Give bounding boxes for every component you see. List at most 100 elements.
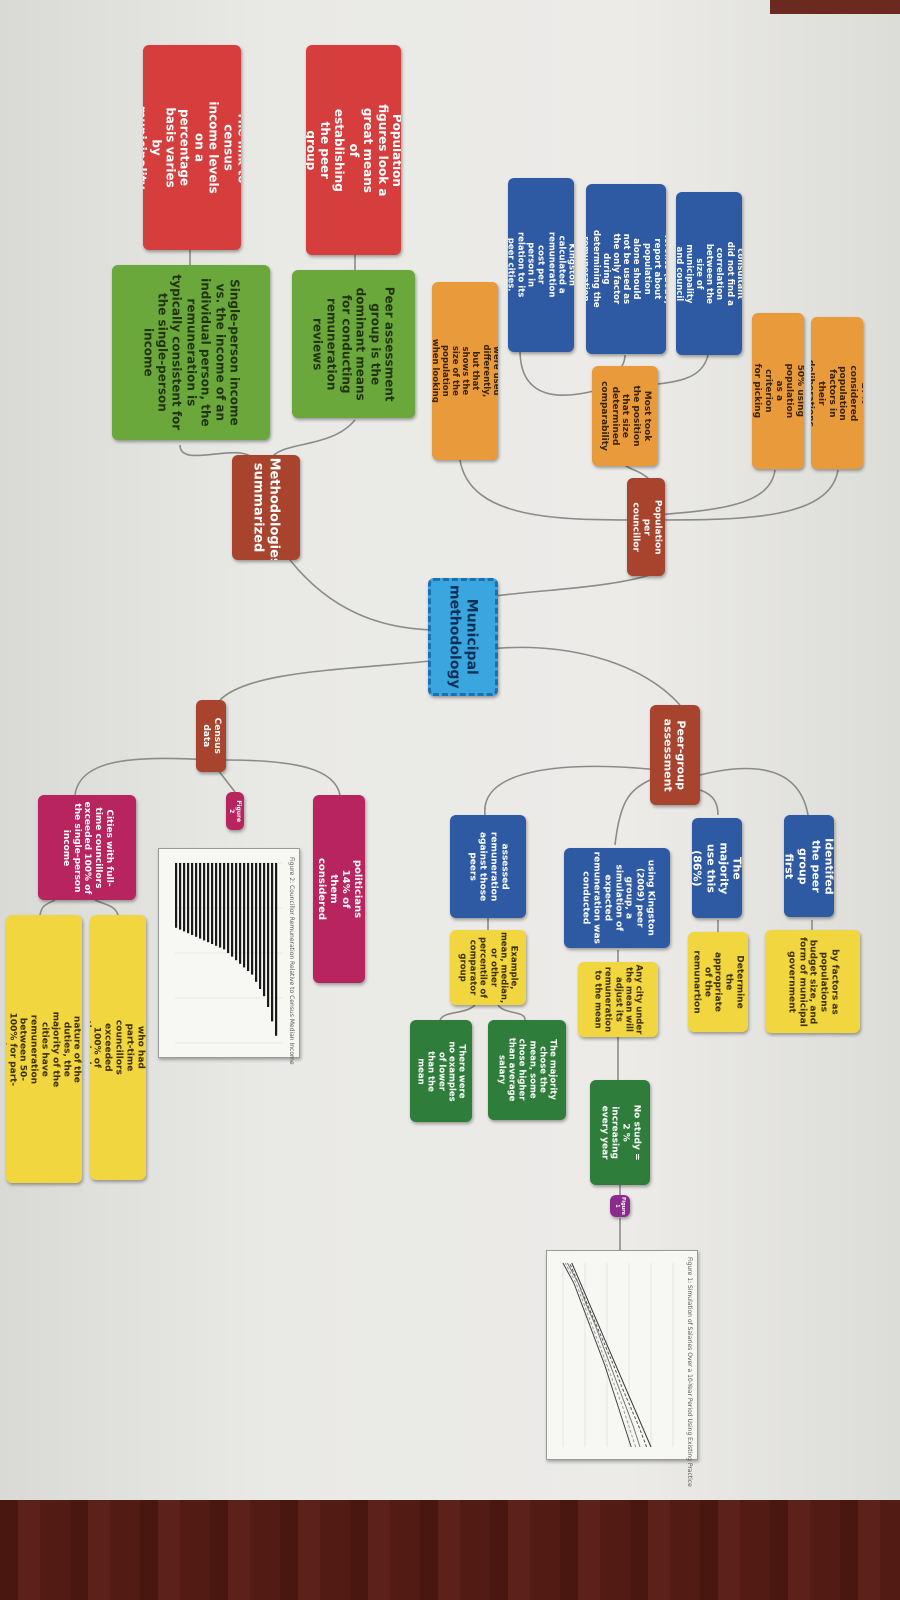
node-majority-chose-text: The majority chose the mean, some chose … — [496, 1038, 558, 1102]
node-used-differently-text: Population were used differently, but th… — [432, 339, 498, 403]
node-no-study-text: No study = 2 % increasing every year — [599, 1104, 642, 1161]
link-peer-identified — [699, 767, 809, 816]
node-no-examples[interactable]: There were no examples of lower than the… — [410, 1020, 472, 1122]
node-identified-peer[interactable]: Identifed the peer group first — [784, 815, 834, 917]
node-full-time-text: Cities with full-time councillors exceed… — [60, 801, 114, 894]
node-assessed[interactable]: assessed remuneration against those peer… — [450, 815, 526, 918]
link-census-during — [224, 759, 341, 796]
node-no-study[interactable]: No study = 2 % increasing every year — [590, 1080, 650, 1185]
node-assessed-text: assessed remuneration against those peer… — [467, 831, 510, 902]
figure2-bar — [219, 863, 222, 948]
figure2-bar — [199, 863, 202, 939]
link-census-fulltime — [74, 757, 211, 796]
node-saskatoon[interactable]: Saskatoon and Sudbury who had part-time … — [90, 915, 146, 1180]
central-node[interactable]: Municipal methodology — [428, 578, 498, 696]
figure2-bar — [275, 863, 278, 1036]
figure2-bar — [227, 863, 230, 953]
tag-figure1-text: Figure 1 — [614, 1196, 626, 1216]
figure1-series-line — [569, 1262, 648, 1448]
node-kelowna[interactable]: Kelowan consultant did not find a correl… — [676, 192, 742, 355]
node-27pct[interactable]: 27% considered population factors in the… — [811, 317, 863, 469]
node-majority-chose[interactable]: The majority chose the mean, some chose … — [488, 1020, 566, 1120]
node-kelowna-text: Kelowan consultant did not find a correl… — [676, 241, 742, 306]
branch-methodologies[interactable]: Methodologies summarized — [232, 455, 300, 560]
node-kingston-simulation-text: using Kingston (2009) peer group, a simu… — [580, 851, 655, 945]
node-kingston-cost-text: Kingston calculated a remuneration cost … — [508, 232, 574, 298]
figure1-series-line — [571, 1262, 652, 1448]
figure1-caption: Figure 1: Simulation of Salaries Over a … — [686, 1257, 693, 1487]
node-used-differently[interactable]: Population were used differently, but th… — [432, 282, 498, 460]
node-kingston-simulation[interactable]: using Kingston (2009) peer group, a simu… — [564, 848, 670, 948]
figure2-bar — [263, 863, 266, 997]
node-reflecting[interactable]: Reflecting the part-time nature of the d… — [6, 915, 82, 1183]
node-example[interactable]: Example, mean, median, or other percenti… — [450, 930, 526, 1005]
node-toronto[interactable]: Toronto (2010) report about population a… — [586, 184, 666, 354]
figure2-bar — [255, 863, 258, 982]
node-most-took[interactable]: Most took the position that size determi… — [592, 366, 658, 466]
figure2-bar — [267, 863, 270, 1007]
tag-figure2-text: Figure 2 — [228, 800, 243, 822]
link-fulltime-saskatoon — [94, 899, 119, 916]
node-majority-86[interactable]: The majority use this (86%) — [692, 818, 742, 918]
link-pop-most — [624, 464, 651, 481]
node-population-figures[interactable]: Population figures look a great means of… — [306, 45, 401, 255]
figure2-bar — [271, 863, 274, 1022]
branch-census[interactable]: Census data — [196, 700, 226, 772]
figure2-bar — [187, 863, 190, 934]
node-no-examples-text: There were no examples of lower than the… — [415, 1040, 467, 1102]
figure2-bar — [183, 863, 186, 932]
node-single-person-text: Single-person income vs. the income of a… — [141, 274, 242, 431]
figure2-bar — [179, 863, 182, 930]
connector-lines — [39, 250, 839, 1250]
figure2-bar — [235, 863, 238, 961]
node-factors[interactable]: by factors as populations budget size, a… — [765, 930, 860, 1033]
node-population-figures-text: Population figures look a great means of… — [306, 103, 401, 197]
node-full-time[interactable]: Cities with full-time councillors exceed… — [38, 795, 136, 900]
node-factors-text: by factors as populations budget size, a… — [786, 936, 840, 1027]
node-census-link[interactable]: The link to census income levels on a pe… — [143, 45, 241, 250]
node-toronto-text: Toronto (2010) report about population a… — [586, 230, 666, 308]
node-determine-text: Determine the appropriate of the remunar… — [691, 950, 745, 1014]
link-pop-27 — [654, 469, 839, 521]
node-over50[interactable]: More than 50% using population as a crit… — [752, 313, 804, 469]
node-determine[interactable]: Determine the appropriate of the remunar… — [688, 932, 748, 1032]
node-kingston-cost[interactable]: Kingston calculated a remuneration cost … — [508, 178, 574, 352]
branch-peer-group[interactable]: Peer-group assessment — [650, 705, 700, 805]
node-peer-assessment[interactable]: Peer assessment group is the dominant me… — [292, 270, 415, 418]
node-over50-text: More than 50% using population as a crit… — [752, 363, 804, 419]
figure1-series-line — [566, 1262, 641, 1448]
node-any-city[interactable]: Any city under the mean will adjust its … — [578, 962, 658, 1037]
node-any-city-text: Any city under the mean will adjust its … — [592, 964, 644, 1035]
branch-population-per-councillor[interactable]: Population per councillor — [627, 478, 665, 576]
figure2-bar — [211, 863, 214, 944]
branch-census-label: Census data — [201, 717, 222, 755]
figure2-bar — [207, 863, 210, 943]
branch-peer-label: Peer-group assessment — [662, 718, 689, 792]
figure2-bar — [175, 863, 178, 928]
link-most-kingston — [519, 349, 599, 396]
wood-table-bottom — [0, 1500, 900, 1600]
node-during-census[interactable]: During the municipal politicians 14% of … — [313, 795, 365, 983]
figure1-series-line — [564, 1262, 637, 1448]
node-saskatoon-text: Saskatoon and Sudbury who had part-time … — [90, 1020, 146, 1075]
link-central-peer — [479, 646, 681, 706]
figure2-bar — [259, 863, 262, 989]
node-identified-peer-text: Identifed the peer group first — [784, 837, 834, 895]
link-meth-peer-assessment — [269, 419, 356, 461]
figure2-bar — [251, 863, 254, 975]
figure1-series-line — [562, 1262, 632, 1448]
figure1-plot — [562, 1262, 674, 1448]
node-single-person[interactable]: Single-person income vs. the income of a… — [112, 265, 270, 440]
branch-population-label: Population per councillor — [630, 499, 663, 555]
link-peer-kingston — [614, 779, 651, 846]
figure2-bar — [191, 863, 194, 935]
figure2-bar — [247, 863, 250, 971]
tag-figure1[interactable]: Figure 1 — [610, 1195, 630, 1217]
link-example-majority — [497, 1004, 526, 1021]
link-fulltime-reflecting — [39, 899, 56, 916]
tag-figure2[interactable]: Figure 2 — [226, 792, 244, 830]
link-example-noexamples — [439, 1004, 476, 1021]
figure2-chart: Figure 2: Councillor Remuneration Relati… — [158, 848, 300, 1065]
wood-table-top — [770, 0, 900, 14]
figure2-bar — [223, 863, 226, 950]
